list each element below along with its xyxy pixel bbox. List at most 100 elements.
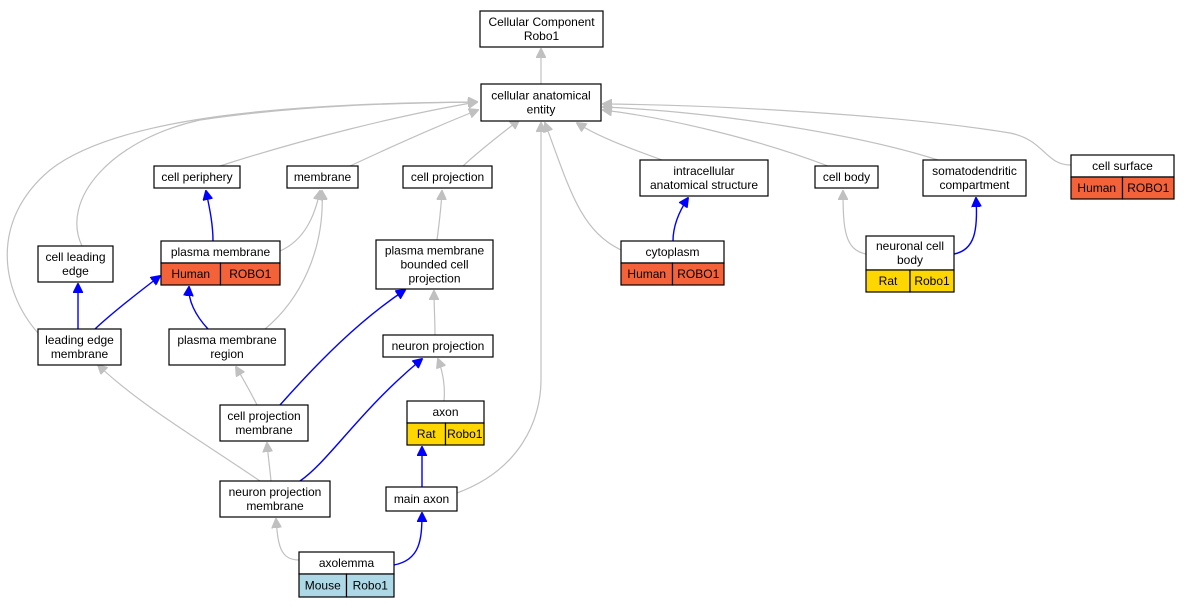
node-label-line: plasma membrane	[385, 244, 485, 258]
species-tag-label: Rat	[879, 274, 898, 288]
edge-plasma-membrane-to-cell-periphery	[206, 191, 214, 242]
node-box	[153, 165, 241, 189]
node-box	[922, 159, 1027, 197]
node-box	[286, 165, 359, 189]
node-neuron-projection[interactable]: neuron projection	[382, 334, 494, 358]
node-label-line: anatomical structure	[650, 178, 758, 192]
edge-np-membrane-to-cp-membrane	[267, 443, 271, 482]
edge-leading-edge-membrane-to-cae	[6, 102, 477, 334]
node-label-line: body	[897, 253, 923, 267]
gene-tag-label: ROBO1	[1127, 181, 1169, 195]
gene-tag-cell	[444, 422, 485, 446]
node-box	[219, 480, 331, 518]
node-box	[168, 328, 286, 366]
node-label-line: neuronal cell	[876, 239, 944, 253]
node-label-line: Robo1	[524, 29, 560, 43]
node-cell-projection[interactable]: cell projection	[402, 165, 493, 189]
node-box	[814, 165, 879, 189]
species-tag-label: Human	[171, 267, 210, 281]
node-membrane[interactable]: membrane	[286, 165, 359, 189]
edge-pm-region-to-membrane	[264, 191, 322, 330]
node-label-line: projection	[408, 272, 460, 286]
node-box	[480, 83, 602, 122]
gene-tag-label: Robo1	[447, 427, 483, 441]
species-tag-label: Human	[627, 267, 666, 281]
node-box	[375, 239, 494, 290]
species-tag-label: Rat	[417, 427, 436, 441]
edge-neuron-projection-to-pm-bounded	[434, 291, 435, 336]
node-label-line: plasma membrane	[171, 245, 271, 259]
edge-cell-projection-to-cae	[462, 120, 519, 167]
edges-layer	[6, 49, 1072, 566]
gene-tag-cell	[909, 269, 955, 293]
edge-leading-edge-membrane-to-plasma-membrane	[94, 276, 160, 330]
node-label-line: membrane	[246, 499, 304, 513]
edge-cell-body-to-cae	[603, 110, 829, 167]
node-label-line: compartment	[939, 178, 1010, 192]
node-label-line: axolemma	[319, 556, 375, 570]
species-tag-label: Mouse	[305, 579, 341, 593]
gene-tag-label: ROBO1	[229, 267, 271, 281]
node-label-line: intracellular	[673, 164, 734, 178]
edge-np-membrane-to-leading-edge-membrane	[98, 365, 261, 482]
edge-axolemma-to-main-axon	[393, 513, 422, 566]
node-label-line: cellular anatomical	[491, 89, 590, 103]
edge-cp-membrane-to-pm-region	[236, 367, 258, 406]
edge-intracellular-to-cae	[577, 123, 663, 161]
node-box	[639, 159, 769, 197]
node-box	[37, 245, 114, 283]
node-label-line: membrane	[294, 170, 352, 184]
node-box	[479, 10, 604, 48]
gene-tag-cell	[345, 573, 395, 598]
node-label-line: leading edge	[45, 333, 114, 347]
edge-pm-region-to-plasma-membrane	[189, 287, 209, 330]
edge-neuronal-cell-body-to-cell-body	[843, 191, 867, 255]
node-box	[219, 404, 309, 442]
edge-main-axon-to-cae	[456, 123, 541, 494]
node-label-line: entity	[527, 103, 556, 117]
node-label-line: cell body	[823, 170, 870, 184]
node-label-line: region	[210, 347, 243, 361]
edge-axolemma-to-np-membrane	[276, 519, 300, 561]
node-box	[37, 328, 122, 366]
node-cell-body[interactable]: cell body	[814, 165, 879, 189]
edge-pm-bounded-to-cell-projection	[436, 191, 442, 241]
node-label-line: bounded cell	[400, 258, 468, 272]
node-main-axon[interactable]: main axon	[385, 486, 458, 512]
node-label-line: somatodendritic	[932, 164, 1017, 178]
node-label-line: main axon	[394, 492, 449, 506]
gene-tag-label: Robo1	[353, 579, 389, 593]
node-label-line: edge	[62, 264, 89, 278]
gene-tag-cell	[219, 262, 281, 286]
edge-neuronal-cell-body-to-somatodendritic	[953, 198, 977, 255]
edge-membrane-to-cae	[349, 110, 478, 167]
species-tag-label: Human	[1077, 181, 1116, 195]
gene-tag-cell	[1121, 176, 1175, 200]
edge-cytoplasm-to-cae	[545, 123, 622, 251]
node-label-line: plasma membrane	[177, 333, 277, 347]
node-cell-periphery[interactable]: cell periphery	[153, 165, 241, 189]
gene-tag-label: Robo1	[914, 274, 950, 288]
edge-cytoplasm-to-intracellular	[672, 198, 688, 242]
node-label-line: cell periphery	[161, 170, 232, 184]
node-label-line: membrane	[235, 423, 293, 437]
edge-np-membrane-to-neuron-projection	[299, 359, 422, 482]
